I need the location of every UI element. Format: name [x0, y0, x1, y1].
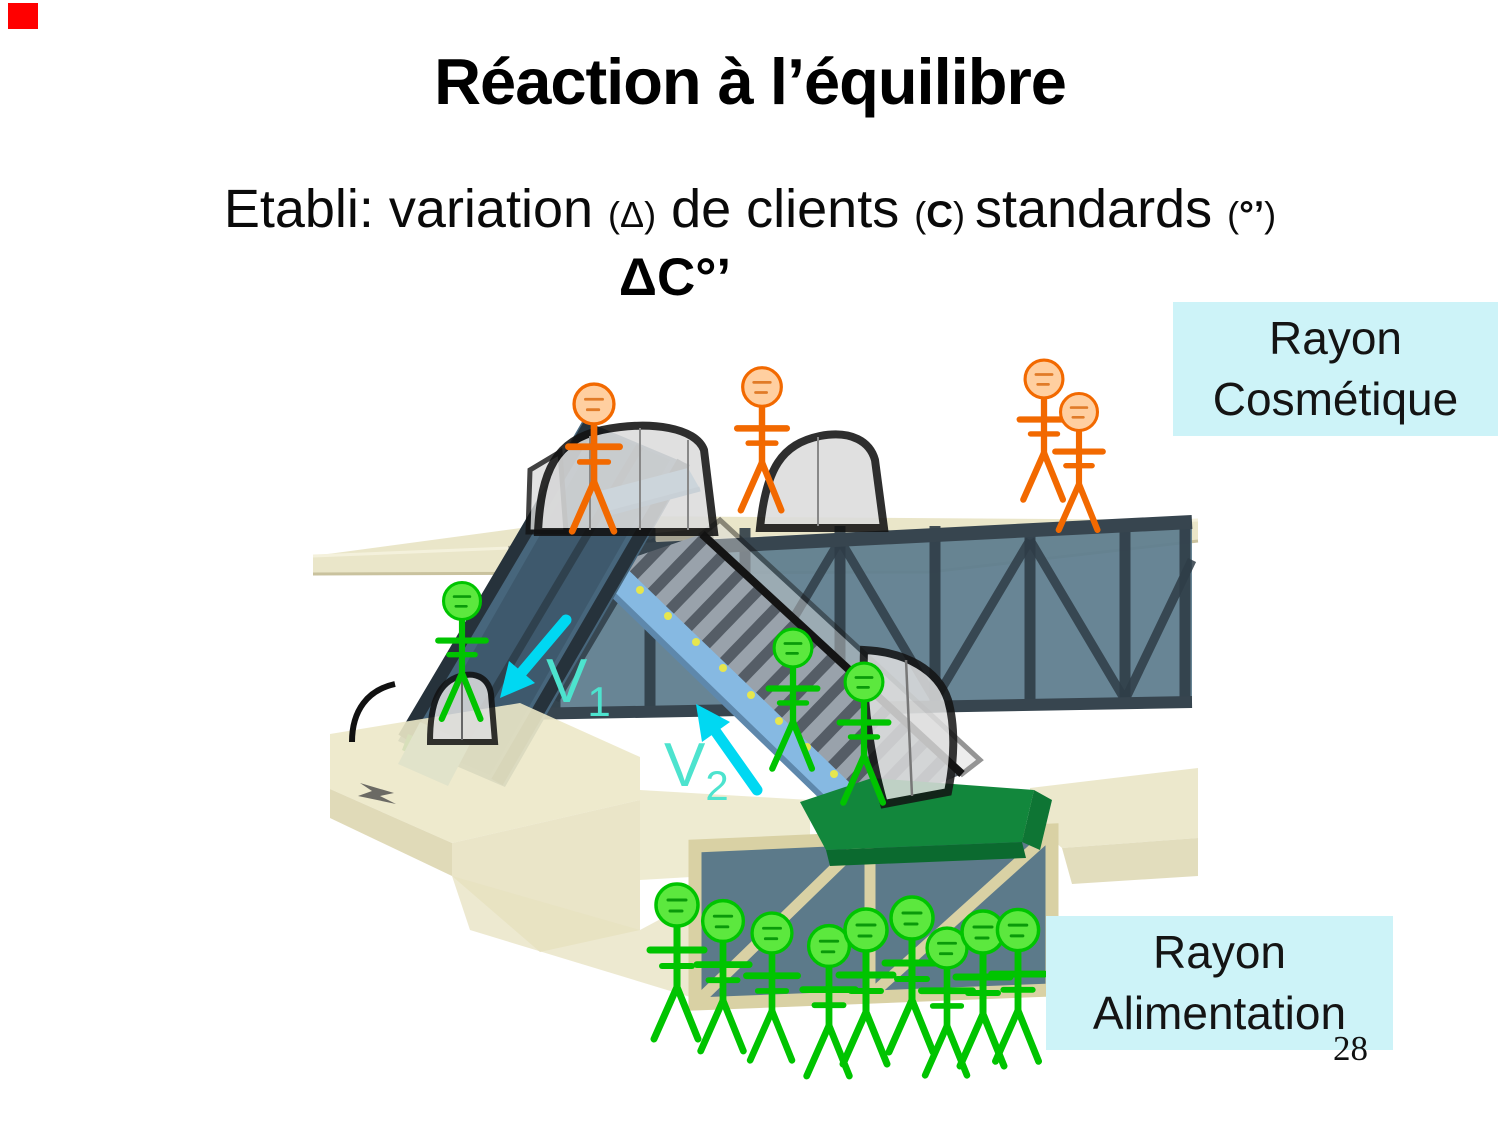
page-number: 28 — [1333, 1029, 1368, 1068]
v2-subscript: 2 — [705, 762, 729, 809]
delta-c-formula: ΔC°’ — [618, 248, 732, 307]
balustrade-glass — [755, 430, 889, 532]
v2-base: V — [664, 731, 706, 800]
client-figure-orange — [1020, 360, 1069, 500]
v1-base: V — [546, 647, 588, 716]
zone-label-line: Alimentation — [1092, 987, 1347, 1039]
lower-floor — [330, 703, 1198, 1000]
v2-label: V2 — [664, 731, 729, 809]
paren-close-c: ) — [952, 194, 975, 235]
rayon-cosmetique-label: Rayon Cosmétique — [1173, 302, 1498, 436]
paren-open-std: ( — [1227, 194, 1240, 235]
floor-arrow-mark — [358, 783, 396, 804]
slide-subtitle: Etabli: variation (Δ) de clients (C) sta… — [0, 178, 1500, 240]
v1-label: V1 — [546, 647, 611, 725]
subtitle-text-3: standards — [974, 179, 1228, 239]
subtitle-text-1: Etabli: variation — [223, 179, 609, 239]
delta-symbol: (Δ) — [608, 194, 657, 235]
slide-title: Réaction à l’équilibre — [434, 45, 1067, 118]
v2-arrow — [696, 704, 763, 796]
green-deck — [800, 778, 1052, 866]
standards-symbol: °’ — [1239, 194, 1265, 235]
clients-symbol: C — [926, 194, 953, 235]
red-marker — [8, 3, 38, 29]
paren-close-std: ) — [1264, 194, 1277, 235]
subtitle-text-2: de clients — [656, 179, 915, 239]
v1-arrow — [500, 614, 572, 698]
client-figure-orange — [1055, 394, 1103, 530]
rayon-alimentation-label: Rayon Alimentation — [1046, 916, 1393, 1050]
zone-label-line: Rayon — [1153, 926, 1286, 979]
v1-subscript: 1 — [587, 678, 611, 725]
paren-open-c: ( — [914, 194, 927, 235]
zone-label-line: Rayon — [1269, 312, 1402, 365]
zone-label-line: Cosmétique — [1212, 373, 1459, 425]
